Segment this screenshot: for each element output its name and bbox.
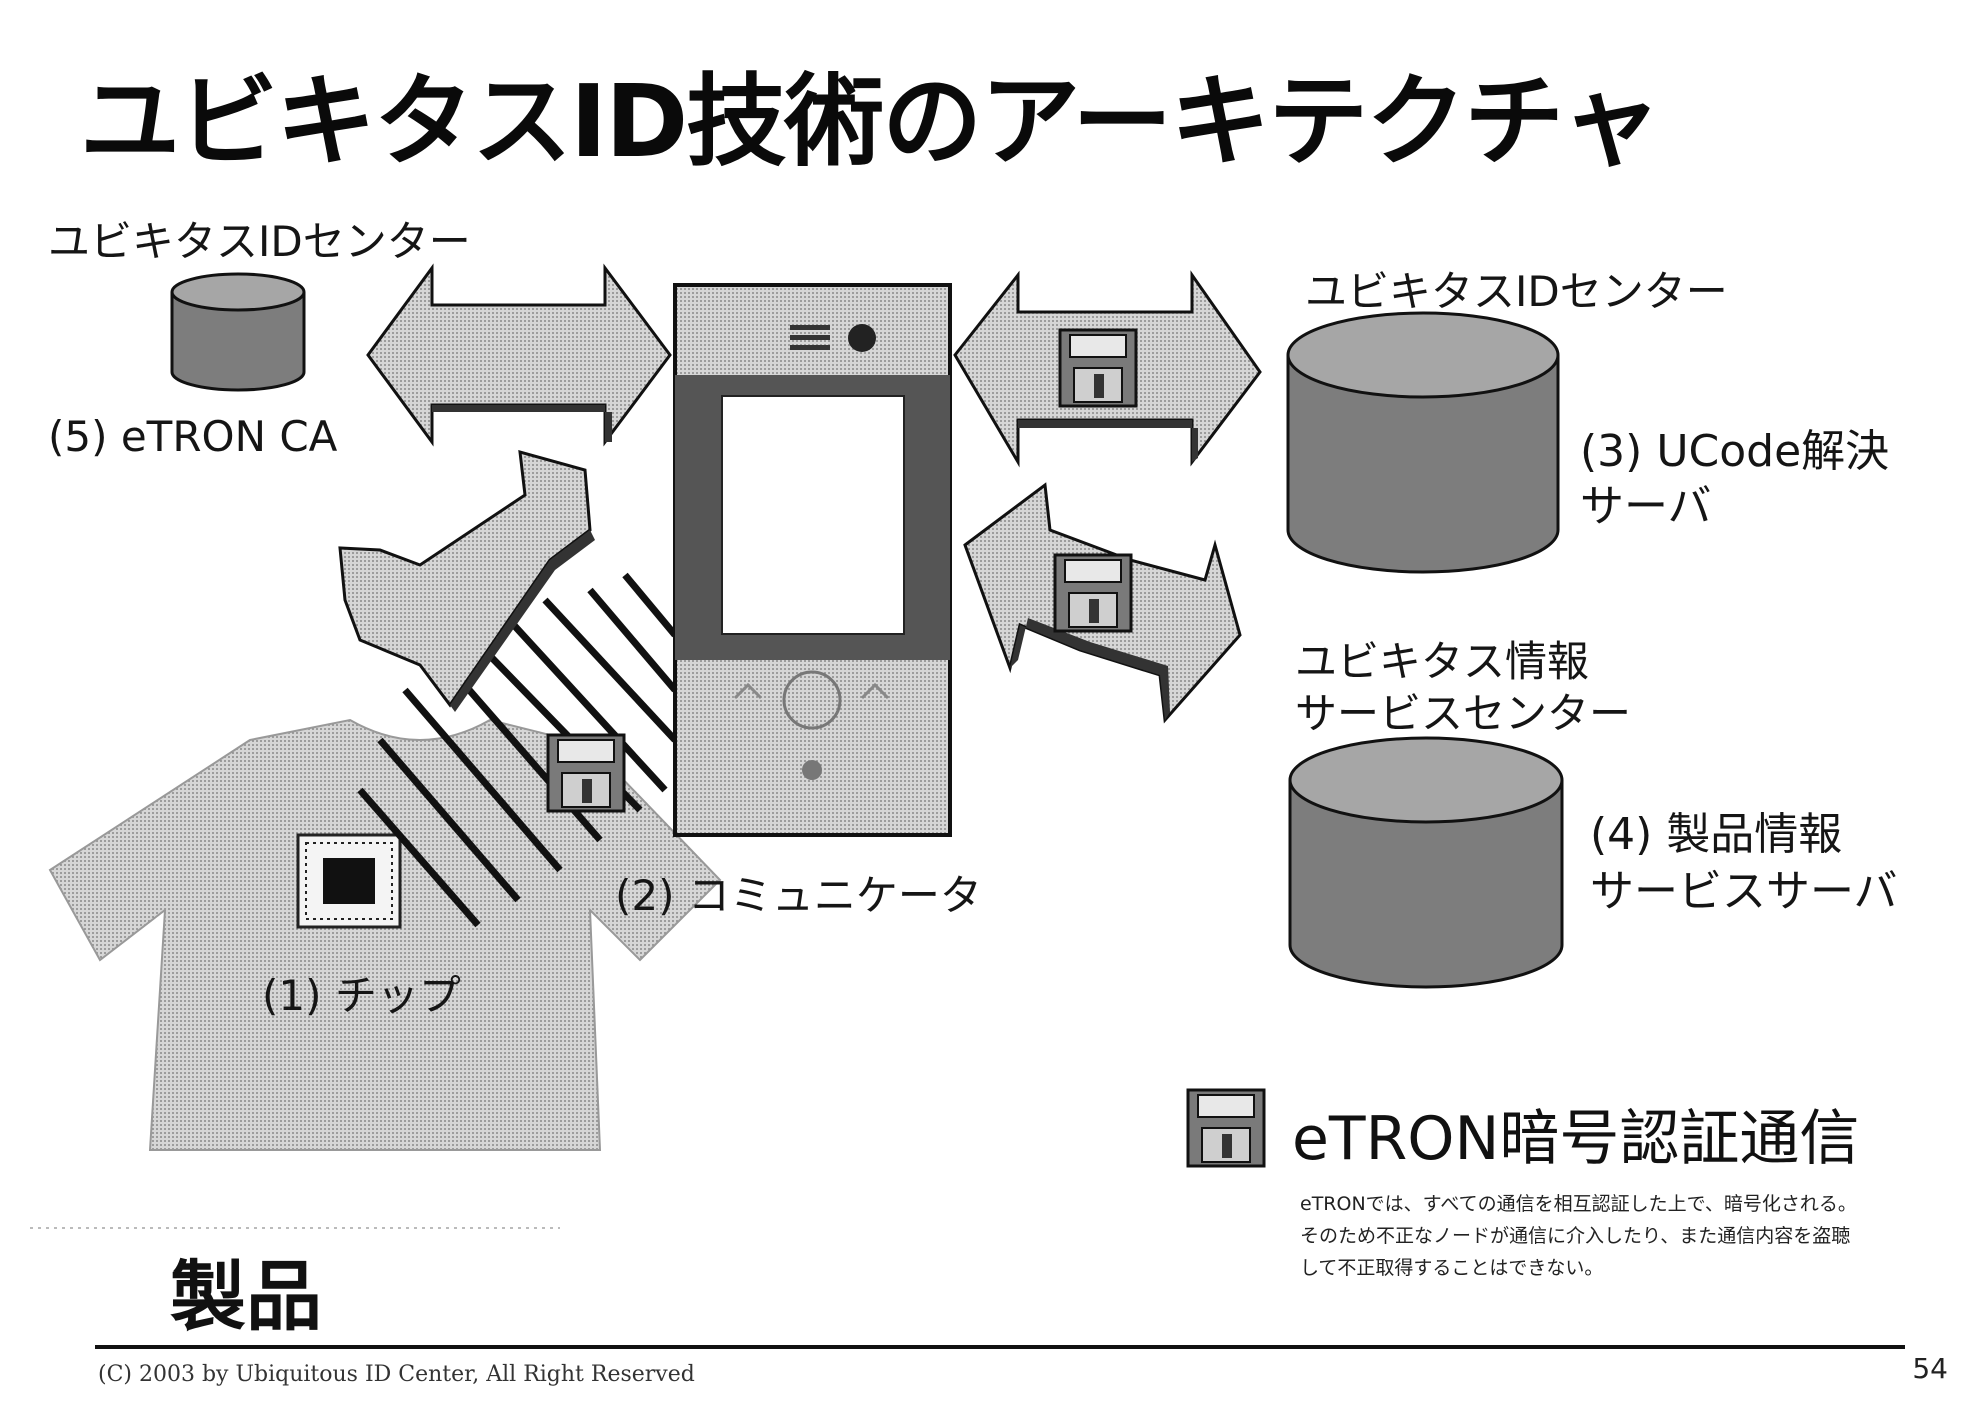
lock-icon xyxy=(1058,328,1138,408)
page-number: 54 xyxy=(1912,1352,1948,1385)
arrow-ca-communicator xyxy=(366,263,672,447)
legend-lock-icon xyxy=(1186,1088,1266,1168)
legend-label: eTRON暗号認証通信 xyxy=(1292,1104,1860,1174)
arrow-chip-communicator xyxy=(338,449,595,712)
copyright-notice: (C) 2003 by Ubiquitous ID Center, All Ri… xyxy=(98,1362,695,1387)
slide-title: ユビキタスID技術のアーキテクチャ xyxy=(80,63,1661,180)
communicator-label: (2) コミュニケータ xyxy=(615,871,982,920)
database-icon-resolution xyxy=(1286,311,1560,574)
chip-label: (1) チップ xyxy=(262,971,461,1020)
t-shirt-product xyxy=(30,718,722,1229)
wireless-signal xyxy=(357,572,678,928)
resolution-label-line1: (3) UCode解決 xyxy=(1580,426,1890,477)
info-label-line2: サービスサーバ xyxy=(1590,866,1898,917)
product-label: 製品 xyxy=(170,1252,322,1341)
database-icon-info xyxy=(1288,736,1564,989)
lock-icon xyxy=(546,733,626,813)
chip-icon xyxy=(296,833,402,929)
resolution-group-label: ユビキタスIDセンター xyxy=(1305,267,1728,316)
info-group-label-line2: サービスセンター xyxy=(1295,689,1632,738)
info-label-line1: (4) 製品情報 xyxy=(1590,809,1843,860)
footer-divider xyxy=(95,1345,1905,1349)
info-group-label-line1: ユビキタス情報 xyxy=(1295,637,1590,686)
legend-description: eTRONでは、すべての通信を相互認証した上で、暗号化される。そのため不正なノー… xyxy=(1300,1193,1857,1279)
lock-icon xyxy=(1053,553,1133,633)
database-icon-ca xyxy=(170,272,306,392)
ca-group-label: ユビキタスIDセンター xyxy=(48,217,471,266)
communicator-device xyxy=(673,283,952,837)
resolution-label-line2: サーバ xyxy=(1580,481,1712,532)
ca-label: (5) eTRON CA xyxy=(48,412,338,461)
